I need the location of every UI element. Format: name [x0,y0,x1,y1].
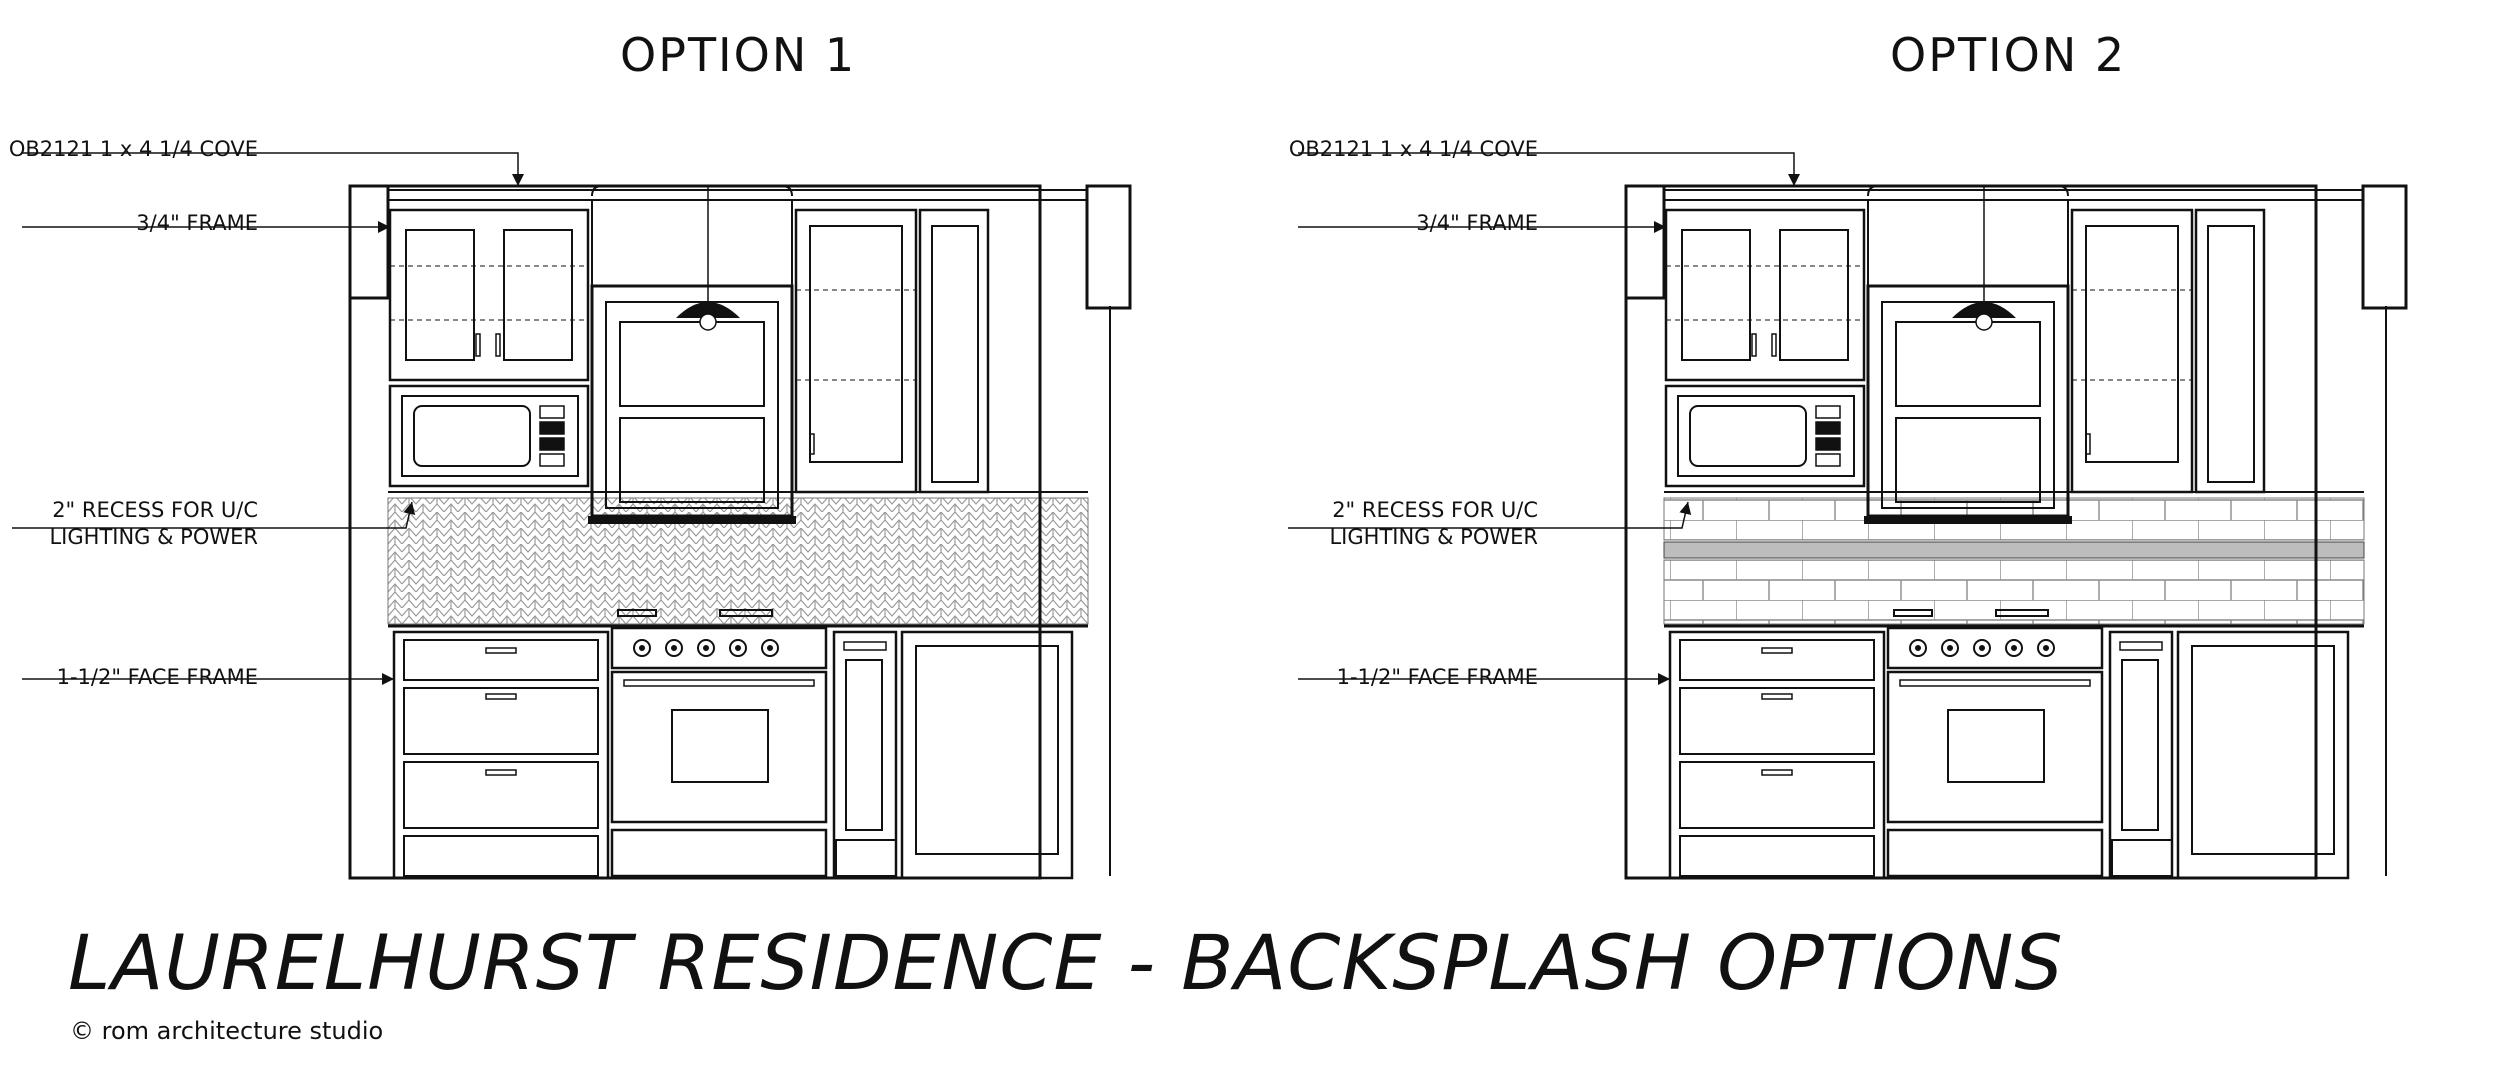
microwave-cabinet [388,384,590,488]
leader-lines [1288,152,1800,685]
base-drawer-stack [392,630,610,880]
oven-door [610,670,828,824]
option-1-cove-label: OB2121 1 x 4 1/4 COVE [8,137,258,161]
microwave-window [413,405,531,467]
range-knob [665,639,683,657]
hood-shelf [588,516,796,524]
copyright-notice: © rom architecture studio [70,1017,384,1045]
pendant-shade [676,302,740,318]
range-control-panel [1886,626,2104,670]
cove-leader [22,152,524,186]
hood-arch [1867,185,2069,197]
microwave-window [1689,405,1807,467]
oven-window [1947,709,2045,783]
burner-grate-right [1995,609,2049,617]
option-2-face-frame-label: 1-1/2" FACE FRAME [1336,665,1538,689]
option-2-elevation [1288,152,2408,880]
burner-grate-left [1893,609,1933,617]
leader-lines [12,152,524,685]
range-knob [1909,639,1927,657]
range-knob [697,639,715,657]
narrow-base-cabinet [832,630,898,880]
pendant-shade [1952,302,2016,318]
range-knob [633,639,651,657]
range-knob [1941,639,1959,657]
range-knob [729,639,747,657]
option-2-cove-label: OB2121 1 x 4 1/4 COVE [1288,137,1538,161]
hood-surround [1866,284,2070,518]
hood-surround [590,284,794,518]
oven-handle [1899,679,2091,687]
oven-handle [623,679,815,687]
option-1-elevation [12,152,1132,880]
option-1-title: OPTION 1 [620,28,857,82]
option-1-recess-label-line1: 2" RECESS FOR U/C [52,498,258,522]
left-wall-stub [1624,184,1666,300]
burner-grate-right [719,609,773,617]
oven-door [1886,670,2104,824]
range-control-panel [610,626,828,670]
hood-arch [591,185,793,197]
right-wall-stub [1085,184,1132,310]
narrow-base-cabinet [2108,630,2174,880]
cove-leader [1298,152,1800,186]
option-1-face-frame-label: 1-1/2" FACE FRAME [56,665,258,689]
drawing-title: LAURELHURST RESIDENCE - BACKSPLASH OPTIO… [68,918,2064,1007]
burner-grate-left [617,609,657,617]
accent-tile-band [1663,541,2365,559]
left-wall-stub [348,184,390,300]
option-2-frame-label: 3/4" FRAME [1416,211,1538,235]
right-wall-stub [2361,184,2408,310]
option-2-recess-label-line2: LIGHTING & POWER [1329,525,1538,549]
option-1-frame-label: 3/4" FRAME [136,211,258,235]
range-knob [2037,639,2055,657]
subway-tile-lower [1663,559,2365,625]
recess-leader [12,501,416,529]
oven-window [671,709,769,783]
pendant-bulb [699,313,717,331]
option-2-recess-label-line1: 2" RECESS FOR U/C [1332,498,1538,522]
panel-base-cabinet [2176,630,2350,880]
hood-shelf [1864,516,2072,524]
range-knob [761,639,779,657]
option-1-recess-label-line2: LIGHTING & POWER [49,525,258,549]
oven-drawer [610,828,828,878]
oven-drawer [1886,828,2104,878]
range-knob [2005,639,2023,657]
microwave-cabinet [1664,384,1866,488]
range-knob [1973,639,1991,657]
option-2-title: OPTION 2 [1890,28,2127,82]
recess-leader [1288,501,1692,529]
pendant-bulb [1975,313,1993,331]
base-drawer-stack [1668,630,1886,880]
panel-base-cabinet [900,630,1074,880]
upper-cabinet-left [1664,208,1866,382]
upper-cabinet-left [388,208,590,382]
